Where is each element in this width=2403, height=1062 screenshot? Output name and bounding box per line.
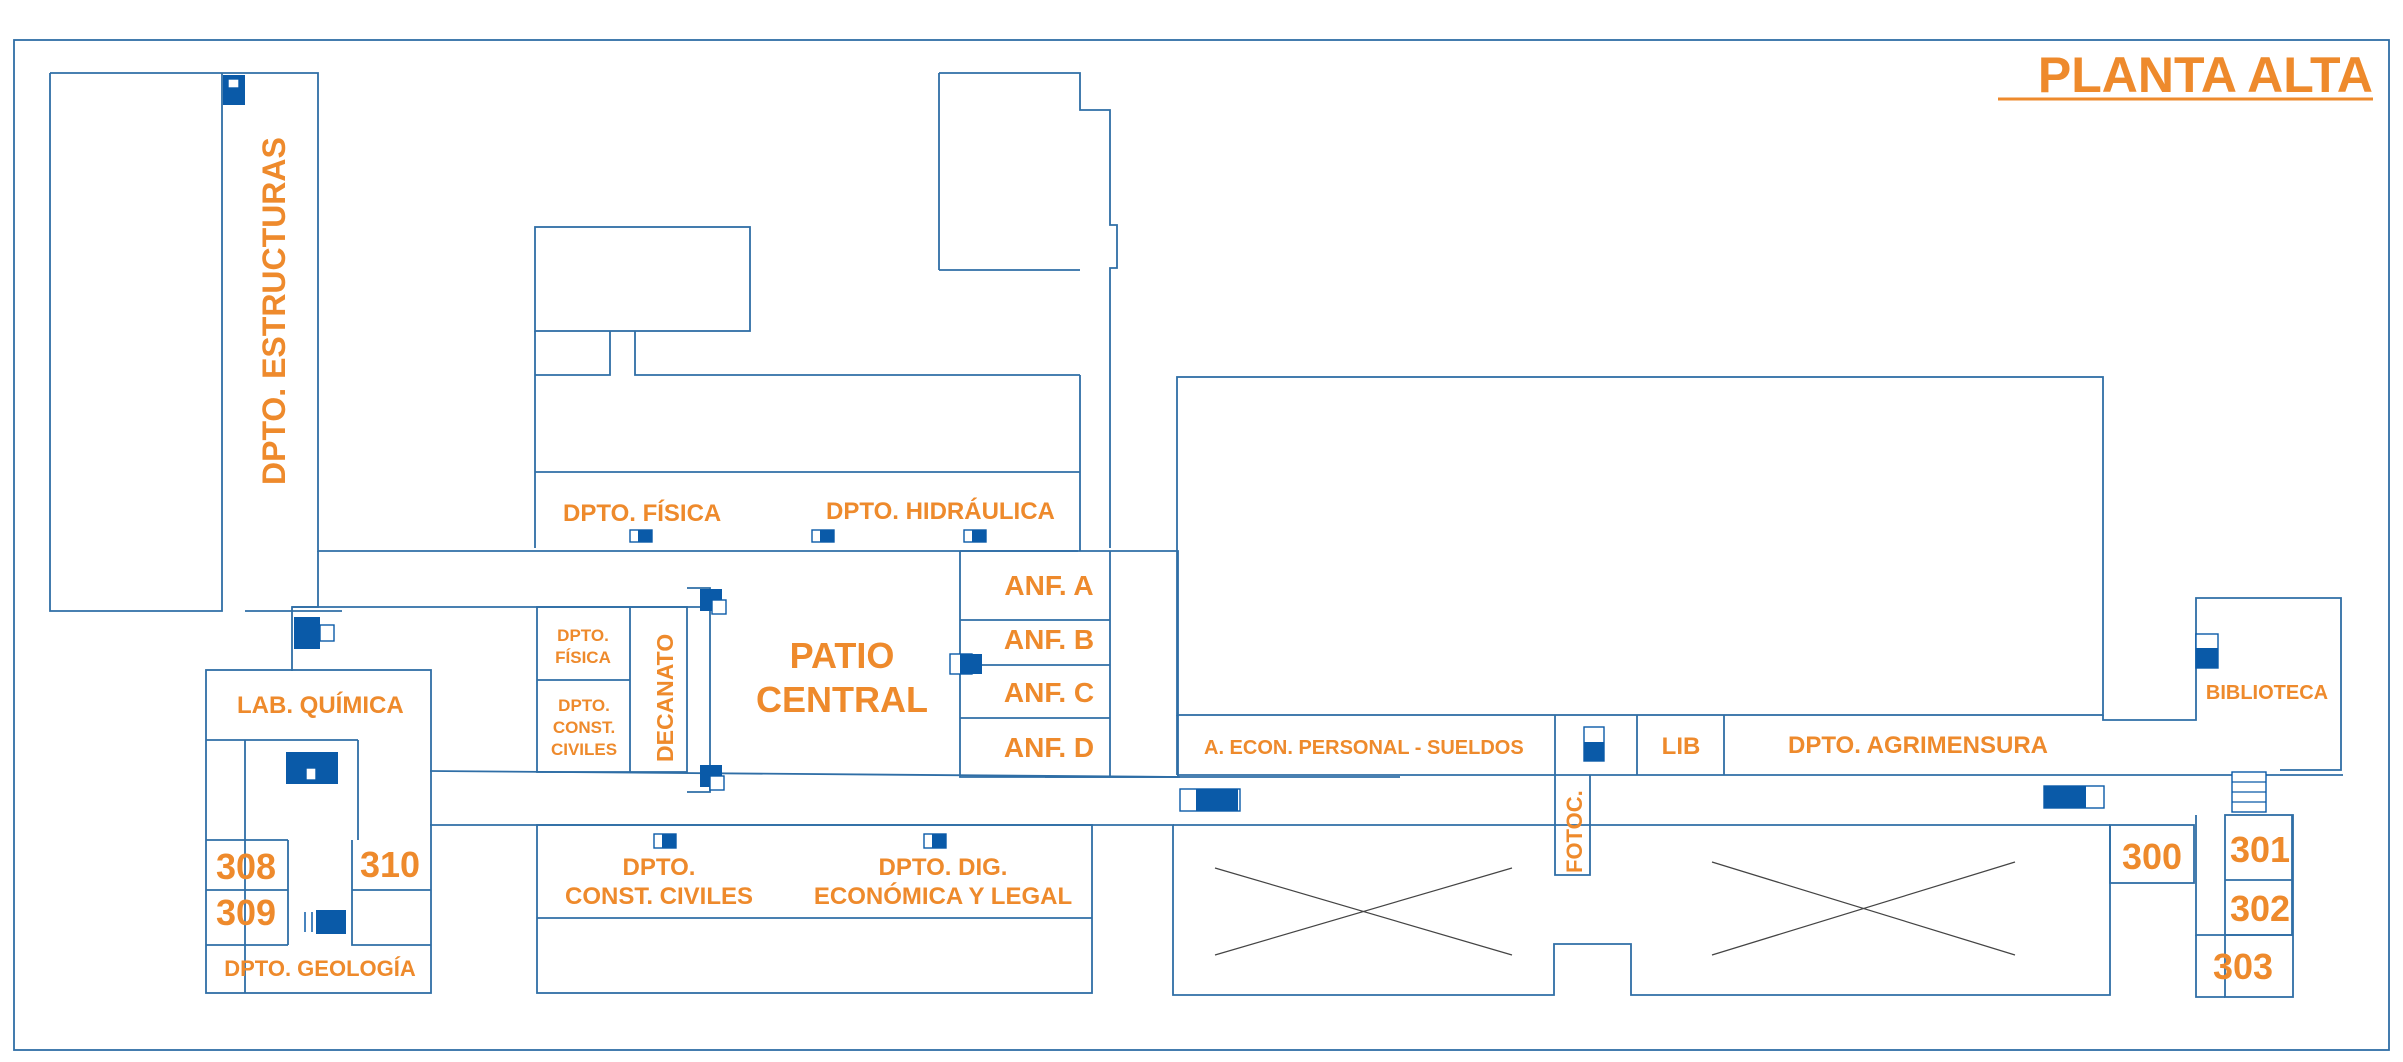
label-room-308: 308: [216, 846, 276, 887]
elevator-icon: [949, 653, 982, 675]
label-dpto-fisica-small-2: FÍSICA: [555, 648, 611, 667]
restroom-icon: [223, 75, 245, 105]
stairs-icon: [304, 910, 346, 934]
elevator-icon: [923, 833, 947, 849]
label-dpto-dig-2: ECONÓMICA Y LEGAL: [814, 882, 1072, 910]
elevator-icon: [2043, 785, 2105, 809]
label-dpto-const-small-1: DPTO.: [558, 696, 610, 715]
restroom-icon: [1583, 726, 1605, 762]
label-dpto-hidraulica: DPTO. HIDRÁULICA: [826, 497, 1055, 525]
label-anf-a: ANF. A: [1004, 570, 1093, 601]
label-dpto-fisica-small-1: DPTO.: [557, 626, 609, 645]
label-lib: LIB: [1662, 733, 1701, 760]
elevator-icon: [1179, 788, 1241, 812]
elevator-icon: [629, 529, 653, 543]
label-dpto-dig-1: DPTO. DIG.: [879, 854, 1008, 881]
label-lab-quimica: LAB. QUÍMICA: [237, 691, 404, 719]
label-biblioteca: BIBLIOTECA: [2206, 682, 2328, 704]
label-dpto-geologia: DPTO. GEOLOGÍA: [224, 956, 416, 981]
elevator-icon: [963, 529, 987, 543]
label-dpto-const-civiles-2: CONST. CIVILES: [565, 883, 753, 910]
map-title: PLANTA ALTA: [2038, 47, 2373, 103]
label-anf-d: ANF. D: [1004, 732, 1094, 763]
label-dpto-const-small-2: CONST.: [553, 718, 615, 737]
label-dpto-agrimensura: DPTO. AGRIMENSURA: [1788, 732, 2048, 759]
label-dpto-const-civiles-1: DPTO.: [623, 854, 696, 881]
label-dpto-estructuras: DPTO. ESTRUCTURAS: [256, 137, 292, 485]
elevator-icon: [294, 617, 335, 649]
label-room-309: 309: [216, 892, 276, 933]
label-patio-central-2: CENTRAL: [756, 679, 928, 720]
void-area-2: [1711, 861, 2016, 956]
label-fotoc: FOTOC.: [1562, 790, 1587, 873]
elevator-icon: [811, 529, 835, 543]
label-room-303: 303: [2213, 946, 2273, 987]
label-room-301: 301: [2230, 829, 2290, 870]
label-decanato: DECANATO: [652, 634, 678, 762]
restroom-icon: [2195, 633, 2219, 669]
stairs-icon: [700, 765, 725, 791]
label-anf-c: ANF. C: [1004, 677, 1094, 708]
void-area-1: [1214, 867, 1513, 956]
map-frame: [13, 39, 2390, 1051]
label-room-310: 310: [360, 844, 420, 885]
label-dpto-const-small-3: CIVILES: [551, 740, 617, 759]
label-room-300: 300: [2122, 836, 2182, 877]
stairs-icon: [700, 589, 727, 615]
label-a-econ-personal: A. ECON. PERSONAL - SUELDOS: [1204, 737, 1524, 759]
stairs-icon: [2231, 771, 2267, 813]
label-patio-central-1: PATIO: [790, 635, 895, 676]
label-room-302: 302: [2230, 888, 2290, 929]
building-walls: [49, 72, 2343, 998]
restroom-icon: [286, 752, 338, 784]
label-anf-b: ANF. B: [1004, 624, 1094, 655]
label-dpto-fisica: DPTO. FÍSICA: [563, 499, 721, 527]
elevator-icon: [653, 833, 677, 849]
